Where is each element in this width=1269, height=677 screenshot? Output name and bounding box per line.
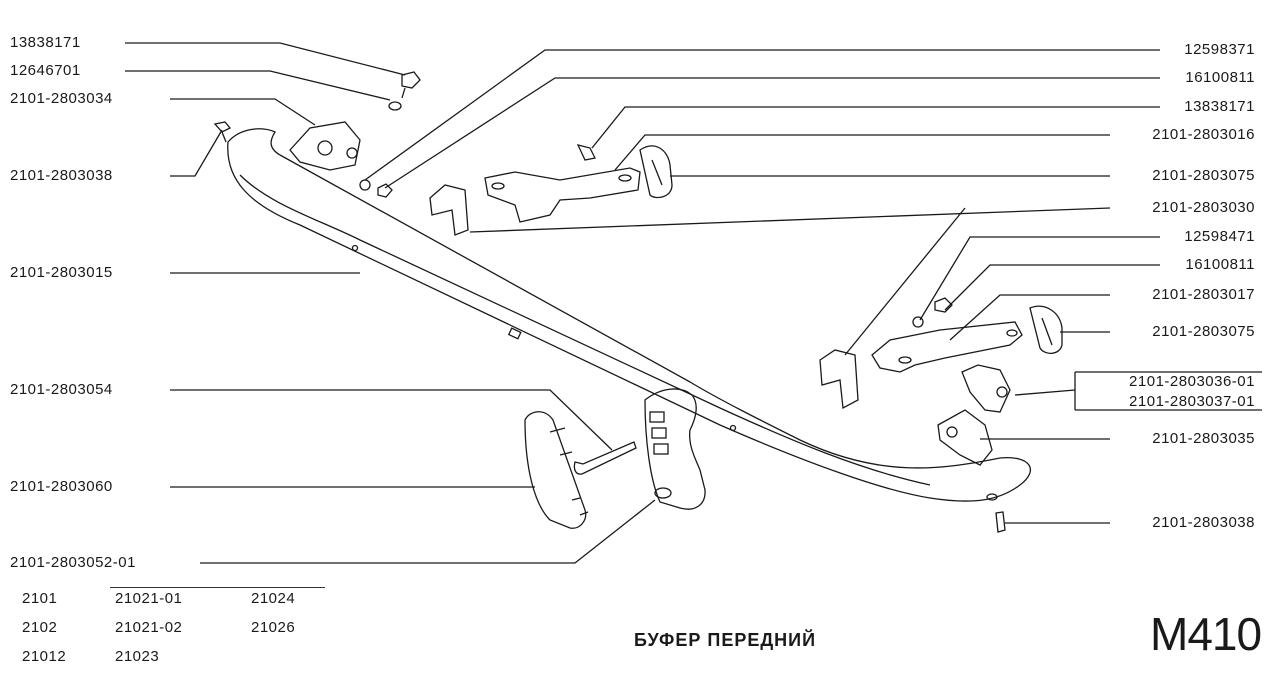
- part-label-2101-2803015: 2101-2803015: [10, 264, 113, 281]
- bracket-2101-2803017: [871, 321, 1023, 373]
- leader-2101-2803017: [949, 294, 1110, 341]
- model-code: 21026: [251, 619, 296, 636]
- clip-2101-2803030-right: [819, 349, 859, 410]
- bolt-2101-2803054: [573, 441, 637, 475]
- leader-2101-2803038-left: [170, 129, 223, 177]
- models-divider: [110, 587, 325, 588]
- pad-2101-2803075-right: [1029, 305, 1063, 354]
- leader-16100811: [384, 77, 1160, 189]
- part-label-2101-2803052-01: 2101-2803052-01: [10, 554, 136, 571]
- leader-2101-2803052-01: [200, 499, 656, 564]
- part-label-2101-2803038-left: 2101-2803038: [10, 167, 113, 184]
- diagram-caption: БУФЕР ПЕРЕДНИЙ: [634, 630, 817, 650]
- part-label-2101-2803054: 2101-2803054: [10, 381, 113, 398]
- bolt-13838171-left: [401, 71, 421, 99]
- part-label-2101-2803034: 2101-2803034: [10, 90, 113, 107]
- model-code: 21012: [22, 648, 67, 665]
- model-row: 21012 21023: [22, 648, 295, 677]
- model-code: 2102: [22, 619, 58, 636]
- part-label-12646701: 12646701: [10, 62, 81, 79]
- model-code: 21021-02: [115, 619, 183, 636]
- overrider-2101-2803060: [524, 411, 587, 529]
- part-label-2101-2803035: 2101-2803035: [1152, 430, 1255, 447]
- part-label-2101-2803017: 2101-2803017: [1152, 286, 1255, 303]
- part-label-13838171: 13838171: [10, 34, 81, 51]
- page-code: М410: [1150, 608, 1262, 660]
- leader-13838171-right: [591, 106, 1160, 149]
- part-label-2101-2803038-right: 2101-2803038: [1152, 514, 1255, 531]
- model-row: 2101 21021-01 21024: [22, 590, 295, 619]
- part-label-13838171-right: 13838171: [1184, 98, 1255, 115]
- leader-12598471: [919, 236, 1160, 321]
- model-code: 21023: [115, 648, 160, 665]
- leader-12646701: [125, 70, 391, 101]
- bracket-2101-2803036-01: [961, 364, 1011, 413]
- leader-2101-2803016: [614, 134, 1110, 171]
- leader-2101-2803054: [170, 389, 613, 451]
- part-label-2101-2803016: 2101-2803016: [1152, 126, 1255, 143]
- leader-13838171: [125, 42, 406, 76]
- part-label-12598471: 12598471: [1184, 228, 1255, 245]
- bracket-2101-2803016: [484, 167, 641, 223]
- overrider-2101-2803052-01: [644, 388, 706, 510]
- part-label-2101-2803075-right: 2101-2803075: [1152, 323, 1255, 340]
- part-label-2101-2803060: 2101-2803060: [10, 478, 113, 495]
- bracket-2101-2803035: [937, 409, 993, 466]
- part-label-16100811-right: 16100811: [1185, 256, 1255, 273]
- part-label-2101-2803037-01: 2101-2803037-01: [1129, 393, 1255, 410]
- leader-2101-2803030b: [844, 207, 966, 356]
- leader-16100811-right: [944, 264, 1160, 311]
- part-label-2101-2803030: 2101-2803030: [1152, 199, 1255, 216]
- part-label-2101-2803036-01: 2101-2803036-01: [1129, 373, 1255, 390]
- model-list: 2101 21021-01 21024 2102 21021-02 21026 …: [22, 590, 295, 677]
- leader-2101-2803036-01: [1014, 389, 1076, 396]
- bracket-left: [289, 121, 361, 171]
- bumper-bar: [227, 128, 1032, 502]
- leader-12598371: [364, 49, 1160, 181]
- part-label-12598371: 12598371: [1184, 41, 1255, 58]
- model-code: 2101: [22, 590, 58, 607]
- part-label-2101-2803075: 2101-2803075: [1152, 167, 1255, 184]
- model-row: 2102 21021-02 21026: [22, 619, 295, 648]
- model-code: 21024: [251, 590, 296, 607]
- leader-2101-2803030: [469, 207, 1111, 233]
- bolt-2101-2803038-right: [995, 511, 1006, 533]
- model-code: 21021-01: [115, 590, 183, 607]
- leader-2101-2803034: [170, 98, 316, 126]
- pad-2101-2803075: [639, 145, 673, 199]
- clip-2101-2803030: [429, 184, 469, 236]
- part-label-16100811: 16100811: [1185, 69, 1255, 86]
